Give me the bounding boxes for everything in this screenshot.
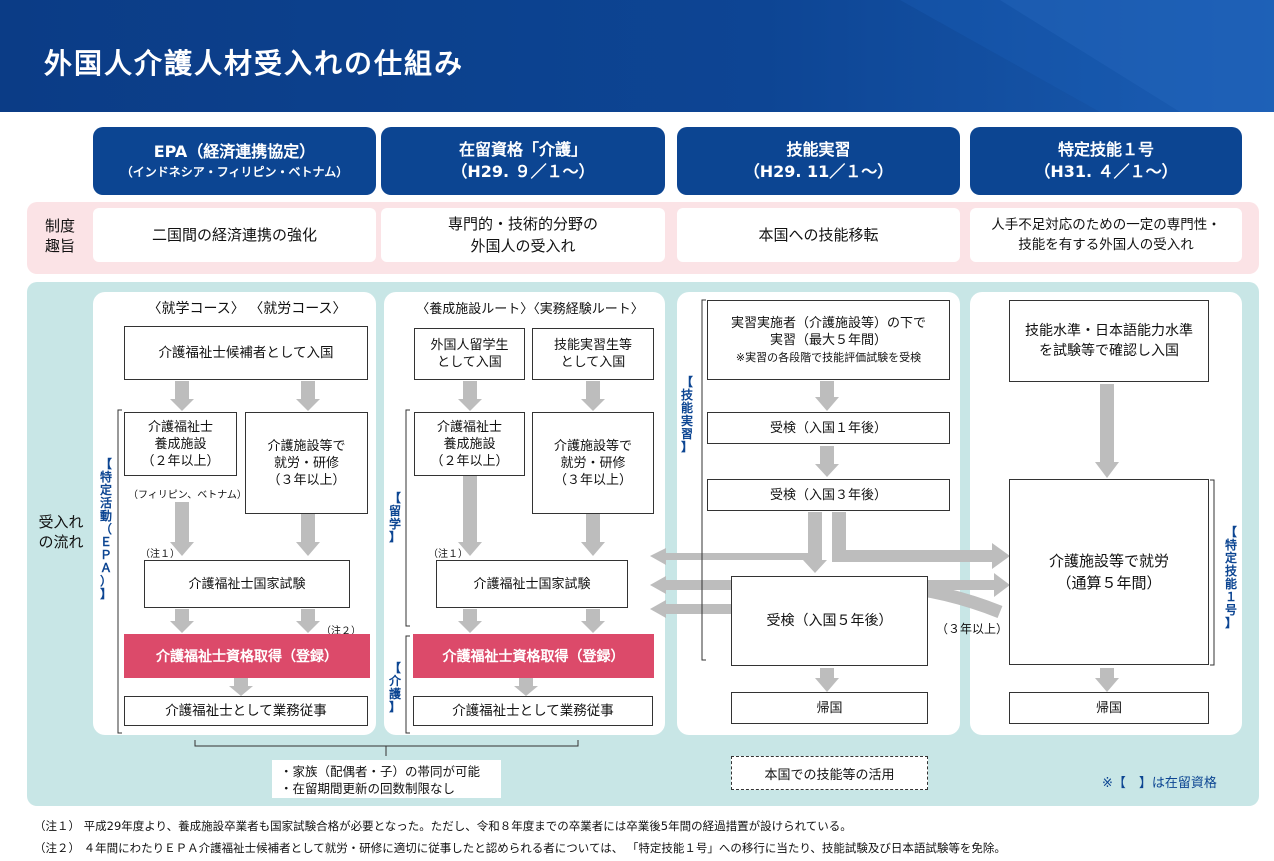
purpose-gino: 本国への技能移転: [677, 208, 960, 262]
category-gino: 技能実習 （H29. 11／１〜）: [677, 127, 960, 195]
category-kaigo-title: 在留資格「介護」: [458, 140, 587, 159]
epa-job: 介護福祉士として業務従事: [124, 696, 368, 726]
category-kaigo: 在留資格「介護」 （H29. ９／１〜）: [381, 127, 665, 195]
tokutei-work: 介護施設等で就労 （通算５年間）: [1009, 479, 1209, 665]
kaigo-trainee: 技能実習生等 として入国: [532, 328, 654, 380]
kaigo-job: 介護福祉士として業務従事: [413, 696, 653, 726]
purpose-epa: 二国間の経済連携の強化: [93, 208, 376, 262]
header-banner: [0, 0, 1274, 112]
kaigo-school: 介護福祉士 養成施設 （２年以上）: [414, 412, 525, 476]
purpose-label: 制度 趣旨: [44, 217, 75, 255]
gino-exam5: 受検（入国５年後）: [731, 576, 928, 666]
gino-train: 実習実施者（介護施設等）の下で 実習（最大５年間） ※実習の各段階で技能評価試験…: [707, 300, 950, 380]
purpose-kaigo: 専門的・技術的分野の 外国人の受入れ: [381, 208, 665, 262]
category-tokutei-sub: （H31. ４／１〜）: [1034, 162, 1178, 181]
gino-exam1: 受検（入国１年後）: [707, 412, 950, 444]
legend-note: ※【 】は在留資格: [1102, 776, 1217, 791]
category-epa-sub: （インドネシア・フィリピン・ベトナム）: [120, 165, 349, 179]
kaigo-note1: （注１）: [428, 549, 468, 560]
epa-exam: 介護福祉士国家試験: [144, 560, 350, 608]
kaigo-side-care: 【介護】: [388, 661, 401, 714]
purpose-tokutei: 人手不足対応のための一定の専門性・ 技能を有する外国人の受入れ: [970, 208, 1242, 262]
tokutei-entry: 技能水準・日本語能力水準 を試験等で確認し入国: [1009, 300, 1209, 382]
kaigo-work: 介護施設等で 就労・研修 （３年以上）: [532, 412, 654, 514]
tokutei-home: 帰国: [1009, 692, 1209, 724]
home-use-note: 本国での技能等の活用: [731, 756, 928, 790]
epa-note1: （注１）: [140, 549, 180, 560]
epa-school: 介護福祉士 養成施設 （２年以上）: [124, 412, 237, 476]
kaigo-qualify: 介護福祉士資格取得（登録）: [413, 634, 654, 678]
family-note: ・家族（配偶者・子）の帯同が可能 ・在留期間更新の回数制限なし: [272, 760, 501, 798]
epa-courses: 〈就学コース〉 〈就労コース〉: [147, 301, 347, 317]
kaigo-exam: 介護福祉士国家試験: [436, 560, 628, 608]
epa-countries: （フィリピン、ベトナム）: [128, 490, 247, 501]
category-gino-sub: （H29. 11／１〜）: [743, 162, 894, 181]
epa-qualify: 介護福祉士資格取得（登録）: [124, 634, 370, 678]
epa-entry: 介護福祉士候補者として入国: [124, 326, 368, 380]
kaigo-student: 外国人留学生 として入国: [414, 328, 525, 380]
gino-exam3: 受検（入国３年後）: [707, 479, 950, 511]
category-epa: EPA（経済連携協定） （インドネシア・フィリピン・ベトナム）: [93, 127, 376, 195]
category-tokutei-title: 特定技能１号: [1057, 140, 1154, 159]
category-tokutei: 特定技能１号 （H31. ４／１〜）: [970, 127, 1242, 195]
category-gino-title: 技能実習: [786, 140, 851, 159]
footnote-1: （注１） 平成29年度より、養成施設卒業者も国家試験合格が必要となった。ただし、…: [34, 819, 852, 833]
category-epa-title: EPA（経済連携協定）: [153, 142, 316, 161]
kaigo-routes: 〈養成施設ルート〉〈実務経験ルート〉: [416, 302, 644, 317]
epa-work: 介護施設等で 就労・研修 （３年以上）: [245, 412, 368, 514]
page-title: 外国人介護人材受入れの仕組み: [44, 47, 465, 80]
footnote-2: （注２） ４年間にわたりＥＰＡ介護福祉士候補者として就労・研修に適切に従事したと…: [34, 841, 1006, 855]
gino-home: 帰国: [731, 692, 928, 724]
kaigo-side-study: 【留学】: [388, 491, 401, 544]
epa-note2: （注２）: [321, 626, 361, 637]
flow-label: 受入れ の流れ: [38, 513, 84, 551]
category-kaigo-sub: （H29. ９／１〜）: [451, 162, 595, 181]
header-decoration: [900, 0, 1274, 112]
gino-side-label: 【技能実習】: [680, 375, 693, 454]
gino-three-years: （３年以上）: [936, 622, 1009, 636]
